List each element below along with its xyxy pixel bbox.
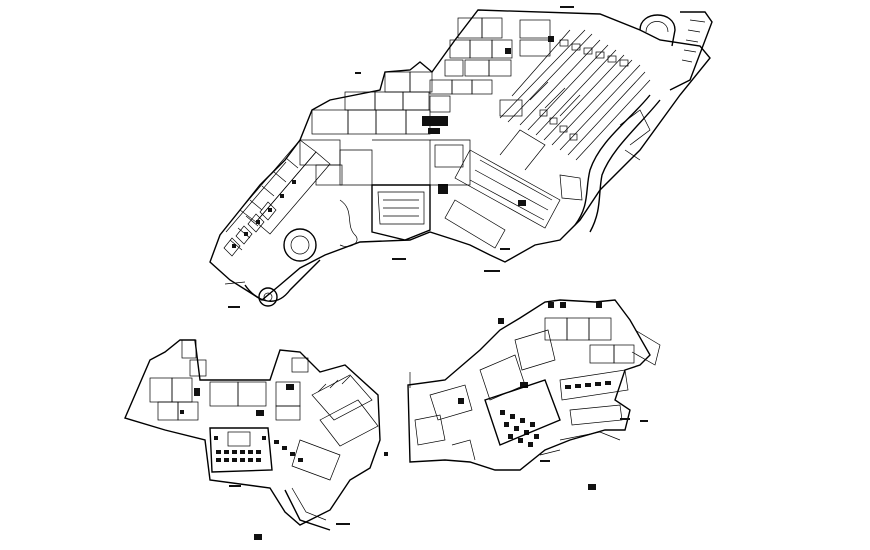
parking-bays: [539, 39, 629, 141]
lower-right-floor-plan: [407, 299, 661, 490]
right-wing-rooms: [444, 129, 561, 249]
left-turnaround: [244, 228, 321, 307]
stair-cores: [422, 36, 554, 206]
left-wing-furniture: [232, 180, 296, 248]
lower-right-bottom-edge: [539, 431, 621, 456]
circular-drive: [639, 11, 713, 91]
central-hall: [339, 139, 471, 241]
lower-left-floor-plan: [124, 339, 388, 540]
lower-right-rooms: [414, 317, 661, 461]
main-plan-outline: [209, 9, 711, 301]
parking-stripes: [499, 29, 651, 161]
left-wing-rooms: [223, 139, 343, 257]
garden-path: [339, 199, 358, 247]
lower-left-rooms: [149, 339, 379, 481]
lower-right-labels: [540, 418, 648, 490]
lower-right-inner-walls: [484, 379, 561, 446]
main-plan-labels: [228, 6, 574, 308]
lower-left-ramp-inner: [291, 487, 327, 521]
lower-left-ramp: [284, 489, 331, 531]
access-road: [559, 94, 661, 233]
lower-left-cores: [180, 384, 294, 416]
lower-right-dining: [458, 302, 611, 447]
lower-left-auditorium: [209, 427, 303, 473]
lower-left-labels: [229, 452, 388, 540]
lower-left-outline: [124, 339, 381, 526]
main-floor-plan: [209, 6, 713, 308]
leader-line: [224, 281, 246, 285]
